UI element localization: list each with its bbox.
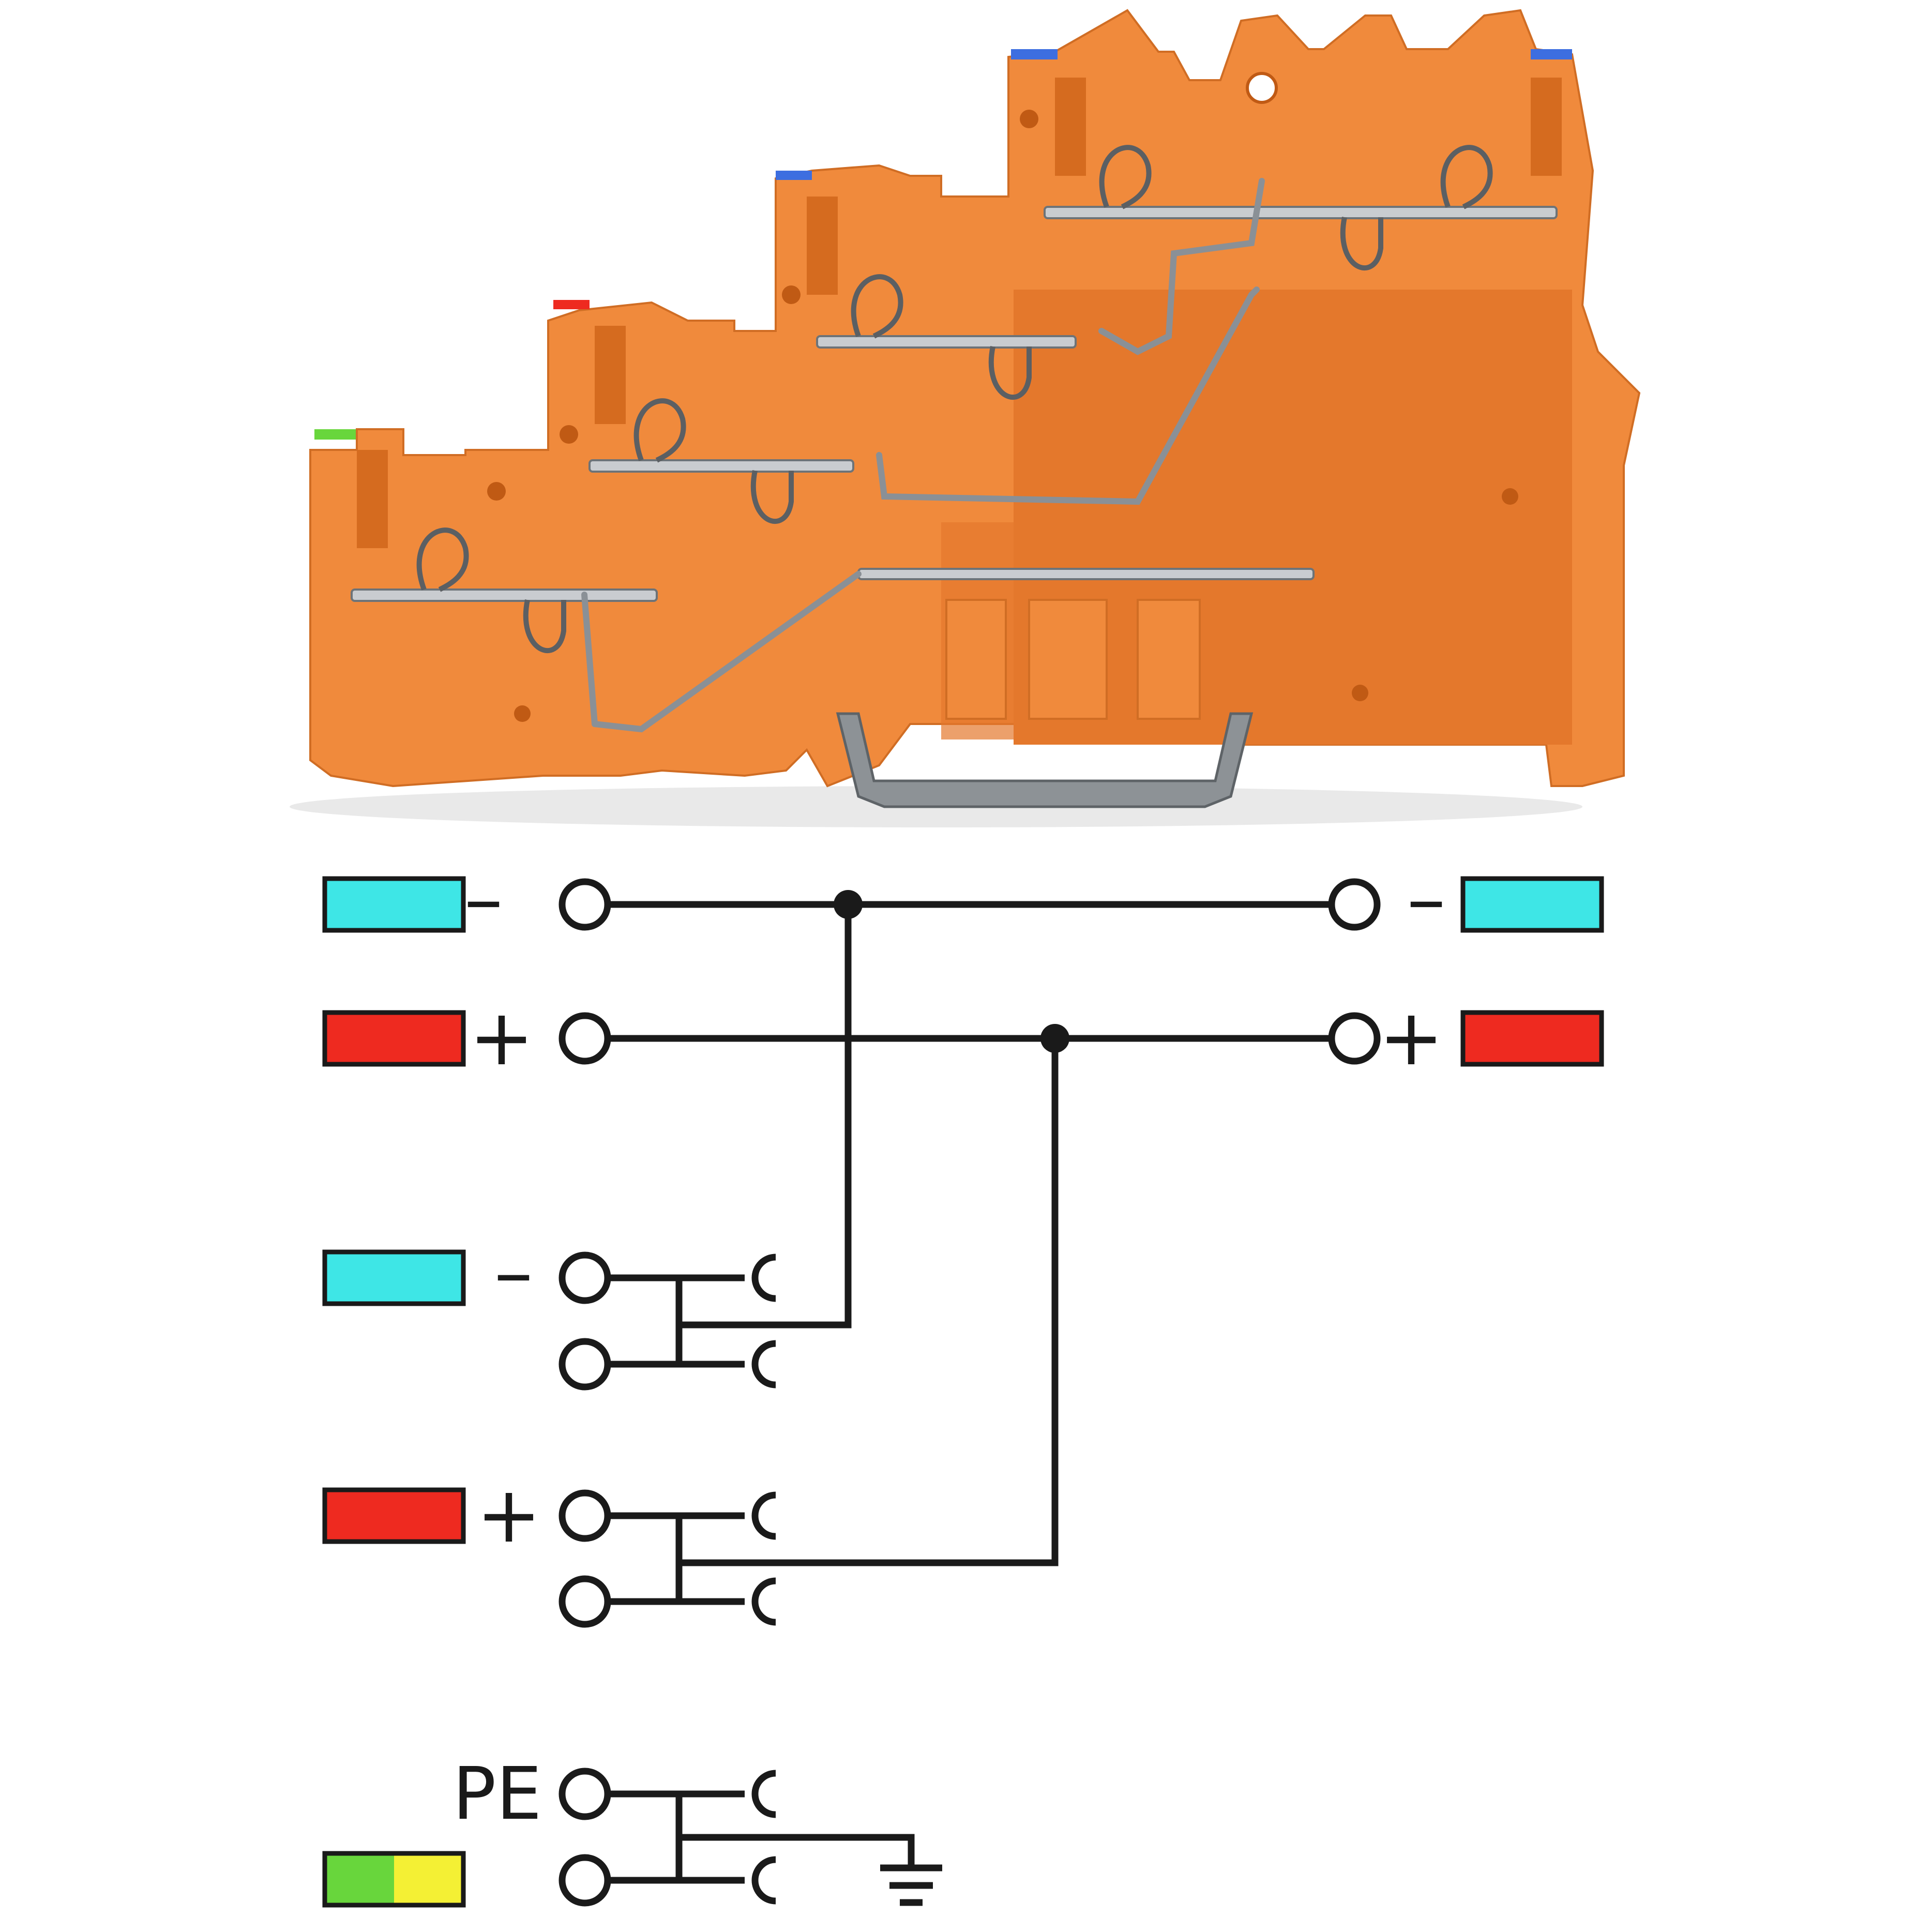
terminal-circle-icon (559, 1251, 611, 1304)
terminal-circle-icon (559, 1768, 611, 1820)
terminal-circle-icon (559, 1338, 611, 1391)
minus-sign-top-left: – (464, 854, 503, 944)
fork-connector-icon (751, 1491, 776, 1540)
terminal-block-illustration (290, 9, 1641, 827)
plus-sign-top-left: + (469, 993, 534, 1083)
plus-color-swatch-top-left (322, 1010, 466, 1067)
terminal-circle-icon (559, 1012, 611, 1065)
double-terminal-minus (559, 1251, 776, 1391)
double-terminal-plus (559, 1489, 776, 1628)
minus-color-swatch-top-right (1460, 876, 1604, 933)
minus-color-swatch-top-left (322, 876, 466, 933)
minus-color-swatch-middle (322, 1249, 466, 1306)
pe-label: PE (452, 1752, 542, 1836)
terminal-circle-icon (559, 1575, 611, 1628)
minus-link-wire (679, 904, 852, 1329)
minus-sign-top-right: – (1407, 854, 1446, 944)
plus-sign-middle: + (476, 1470, 541, 1560)
plus-color-swatch-middle (322, 1487, 466, 1544)
fork-connector-icon (751, 1577, 776, 1626)
fork-connector-icon (751, 1254, 776, 1302)
wiring-schematic: – – + + – + (322, 854, 1604, 1908)
double-terminal-pe (559, 1768, 776, 1907)
minus-sign-middle: – (494, 1228, 533, 1318)
ground-icon (679, 1834, 942, 1906)
plus-color-swatch-top-right (1460, 1010, 1604, 1067)
fork-connector-icon (751, 1856, 776, 1905)
pe-color-swatch (322, 1851, 466, 1908)
plus-sign-top-right: + (1379, 993, 1444, 1083)
terminal-circle-icon (559, 878, 611, 931)
terminal-circle-icon (1328, 1012, 1381, 1065)
terminal-circle-icon (1328, 878, 1381, 931)
terminal-circle-icon (559, 1854, 611, 1907)
fork-connector-icon (751, 1340, 776, 1388)
fork-connector-icon (751, 1770, 776, 1818)
terminal-circle-icon (559, 1489, 611, 1542)
plus-link-wire (679, 1038, 1059, 1566)
